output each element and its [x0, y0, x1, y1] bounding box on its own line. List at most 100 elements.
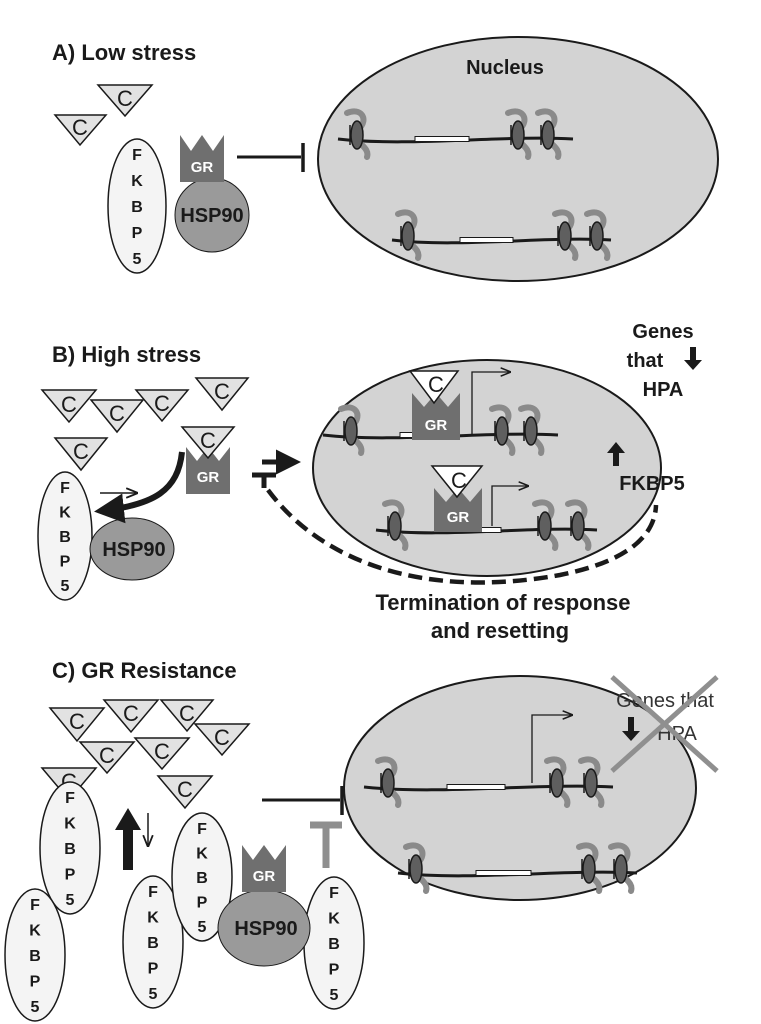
svg-text:GR: GR — [425, 417, 448, 434]
svg-text:C: C — [451, 468, 467, 493]
fkbp5-letter: F — [132, 147, 142, 164]
dna-strands-a — [337, 108, 612, 261]
fkbp5-letter: K — [196, 846, 208, 863]
fkbp5-upregulated-label: FKBP5 — [619, 473, 685, 495]
fkbp5-letter: F — [60, 480, 70, 497]
nucleus-b — [312, 359, 662, 577]
fkbp5-letter: 5 — [330, 987, 339, 1004]
fkbp5-letter: K — [328, 911, 340, 928]
svg-text:GR: GR — [197, 469, 220, 486]
svg-text:C: C — [214, 725, 230, 750]
down-arrow-icon-c — [622, 717, 640, 741]
fkbp5-letter: P — [30, 974, 41, 991]
fkbp5-letter: F — [329, 885, 339, 902]
nucleosome — [505, 108, 532, 160]
fkbp5-letter: F — [65, 790, 75, 807]
nucleosome — [578, 756, 605, 808]
genes-label-b-1: Genes — [632, 321, 693, 343]
up-arrow-icon — [607, 442, 625, 466]
nucleosome — [535, 108, 562, 160]
cortisol-b-2: C — [89, 399, 145, 434]
dna-strand — [391, 209, 612, 261]
panel-b-high-stress: B) High stress GR C GR C Genes that HPA … — [37, 321, 702, 643]
gr-a: GR — [180, 135, 224, 182]
fkbp5-letter: F — [197, 821, 207, 838]
nucleosome — [403, 842, 430, 894]
panel-b-title: B) High stress — [52, 342, 201, 367]
feedback-dashed-loop — [266, 488, 659, 585]
fkbp5-letter: P — [329, 962, 340, 979]
gr-c: GR — [242, 845, 286, 892]
fkbp5-letter: B — [196, 870, 208, 887]
panel-c-gr-resistance: C) GR Resistance Genes that HPA C C C C — [4, 658, 719, 1022]
fkbp5-protein: FKBP5 — [4, 888, 66, 1022]
svg-text:HSP90: HSP90 — [180, 205, 243, 227]
cortisol-c-1: C — [48, 707, 106, 743]
negative-feedback-b — [252, 472, 659, 585]
svg-text:C: C — [117, 86, 133, 111]
hsp90-b: HSP90 — [89, 517, 175, 581]
nucleosome — [584, 209, 611, 261]
cortisol-c-3: C — [159, 699, 215, 733]
gene-promoter-box — [446, 784, 506, 790]
fkbp5-letter: P — [197, 895, 208, 912]
svg-text:C: C — [73, 439, 89, 464]
svg-text:C: C — [179, 701, 195, 726]
fkbp5-letter: B — [131, 199, 143, 216]
svg-text:C: C — [154, 391, 170, 416]
dna-strands-c — [363, 756, 638, 894]
fkbp5-letter: 5 — [198, 919, 207, 936]
cross-out-icon — [610, 675, 719, 773]
panel-a-title: A) Low stress — [52, 40, 196, 65]
cortisol-c-8: C — [156, 775, 214, 810]
fkbp5-letter: K — [64, 816, 76, 833]
fkbp5-letter: P — [65, 867, 76, 884]
svg-text:GR: GR — [253, 868, 276, 885]
nucleosome — [576, 842, 603, 894]
svg-text:HSP90: HSP90 — [234, 918, 297, 940]
nucleosome — [382, 499, 409, 551]
nucleosome — [532, 499, 559, 551]
down-arrow-icon — [684, 347, 702, 370]
fkbp5-letter: B — [328, 936, 340, 953]
hsp90-c: HSP90 — [217, 889, 311, 967]
fkbp5-letter: P — [60, 554, 71, 571]
cortisol-c-4: C — [193, 723, 251, 757]
panel-c-title: C) GR Resistance — [52, 658, 237, 683]
cortisol-c-2: C — [102, 699, 160, 734]
nucleus-a — [317, 36, 719, 282]
svg-text:C: C — [200, 428, 216, 453]
svg-text:C: C — [154, 739, 170, 764]
cortisol-c-5: C — [78, 741, 136, 775]
nucleosome — [552, 209, 579, 261]
fkbp5-letter: 5 — [133, 251, 142, 268]
svg-text:C: C — [109, 401, 125, 426]
svg-text:C: C — [214, 379, 230, 404]
dna-strand — [397, 842, 638, 894]
hsp90-a: HSP90 — [174, 177, 250, 253]
fkbp5-letter: F — [30, 897, 40, 914]
nucleosome — [544, 756, 571, 808]
svg-text:C: C — [177, 777, 193, 802]
dna-strand — [322, 404, 559, 456]
fkbp5-letter: 5 — [61, 578, 70, 595]
fkbp5-letter: P — [132, 225, 143, 242]
nucleus-label: Nucleus — [466, 57, 544, 79]
termination-label-2: and resetting — [431, 618, 569, 643]
cortisol-b-4: C — [194, 377, 250, 412]
fkbp5-letter: K — [147, 910, 159, 927]
transcription-arrow-c — [531, 715, 572, 783]
fkbp5-letter: K — [29, 923, 41, 940]
fkbp5-protein: FKBP 5 — [303, 876, 365, 1010]
dna-strand — [363, 756, 614, 808]
genes-label-b-3: HPA — [643, 379, 684, 401]
fkbp5-protein: FKBP5 — [122, 875, 184, 1009]
inhibition-arrow-a — [237, 143, 305, 172]
gene-promoter-box — [459, 237, 514, 243]
fkbp5-protein: FKBP5 — [107, 138, 167, 274]
fkbp5-protein: FKBP 5 — [171, 812, 233, 942]
svg-text:HSP90: HSP90 — [102, 539, 165, 561]
svg-text:GR: GR — [447, 509, 470, 526]
up-arrow-bold-icon — [115, 808, 141, 870]
